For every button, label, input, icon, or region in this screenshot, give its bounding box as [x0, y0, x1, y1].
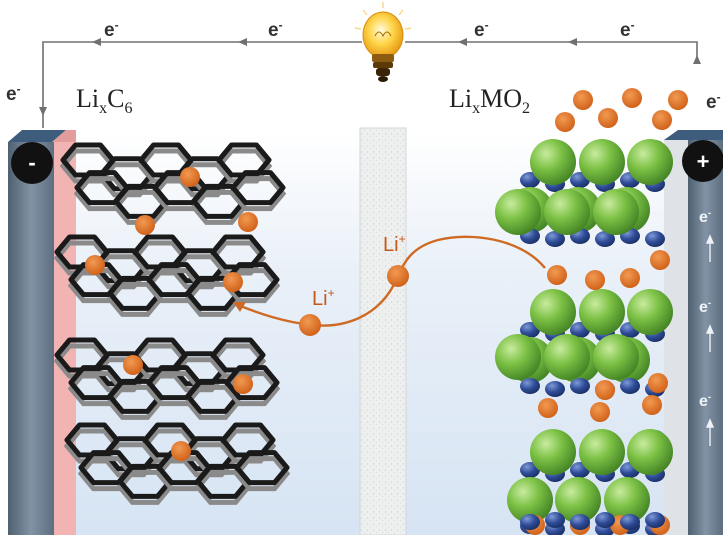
migrating-ion: [299, 314, 321, 336]
ion-label-right: Li+: [383, 232, 406, 256]
graphite-layer-icon: [59, 142, 287, 225]
oxide-sphere: [627, 289, 673, 335]
ion-path-arrowhead: [233, 302, 246, 312]
graphite-layer-icon: [53, 337, 281, 420]
collector-electron-2: e-: [699, 298, 711, 316]
migrating-ion: [387, 265, 409, 287]
oxide-sphere: [627, 139, 673, 185]
ion-label-left: Li+: [312, 286, 335, 310]
lithium-ion: [585, 270, 605, 290]
oxide-sphere: [579, 289, 625, 335]
intercalated-ion: [238, 212, 258, 232]
metal-sphere: [620, 514, 640, 530]
metal-sphere: [570, 514, 590, 530]
electron-label-top-1: e-: [104, 18, 119, 41]
lithium-ion: [573, 90, 593, 110]
lightbulb-icon: [354, 2, 412, 82]
svg-text:+: +: [697, 149, 710, 174]
metal-sphere: [645, 512, 665, 528]
anode-collector: [8, 130, 76, 535]
intercalated-ion: [123, 355, 143, 375]
metal-sphere: [545, 381, 565, 397]
collector-electron-3: e-: [699, 392, 711, 410]
intercalated-ion: [171, 441, 191, 461]
metal-sphere: [645, 231, 665, 247]
oxide-sphere: [627, 429, 673, 475]
lithium-ion: [555, 112, 575, 132]
svg-text:-: -: [28, 150, 35, 175]
oxide-sphere: [544, 189, 590, 235]
lithium-ion: [595, 380, 615, 400]
lithium-ion: [538, 398, 558, 418]
oxide-sphere: [530, 139, 576, 185]
lithium-ion: [642, 395, 662, 415]
electron-label-left: e-: [6, 82, 21, 105]
lithium-ion: [590, 402, 610, 422]
intercalated-ion: [180, 167, 200, 187]
lithium-ion: [652, 110, 672, 130]
cathode-collector: [664, 130, 723, 535]
cathode-lattice: [495, 88, 688, 535]
wire-arrows: [39, 38, 701, 116]
oxide-sphere: [495, 334, 541, 380]
lithium-ion: [648, 373, 668, 393]
metal-sphere: [520, 514, 540, 530]
intercalated-ion: [85, 255, 105, 275]
oxide-sphere: [555, 477, 601, 523]
electron-label-top-3: e-: [474, 18, 489, 41]
metal-sphere: [620, 378, 640, 394]
metal-sphere: [545, 231, 565, 247]
graphite-anode: [53, 142, 291, 505]
electron-label-right: e-: [706, 90, 721, 113]
intercalated-ion: [233, 374, 253, 394]
cathode-formula: LixMO2: [449, 84, 530, 117]
oxide-sphere: [507, 477, 553, 523]
lithium-ion: [668, 90, 688, 110]
intercalated-ion: [135, 215, 155, 235]
lithium-ion: [622, 88, 642, 108]
metal-sphere: [595, 512, 615, 528]
metal-sphere: [570, 378, 590, 394]
lithium-ion: [620, 268, 640, 288]
plus-terminal-icon: +: [682, 140, 723, 182]
oxide-sphere: [579, 139, 625, 185]
oxide-sphere: [530, 289, 576, 335]
metal-sphere: [520, 378, 540, 394]
oxide-sphere: [593, 334, 639, 380]
electron-label-top-2: e-: [268, 18, 283, 41]
oxide-sphere: [544, 334, 590, 380]
metal-sphere: [595, 231, 615, 247]
electron-label-top-4: e-: [620, 18, 635, 41]
minus-terminal-icon: -: [11, 142, 53, 184]
intercalated-ion: [223, 272, 243, 292]
graphite-layer-icon: [63, 422, 291, 505]
graphite-layer-icon: [53, 234, 281, 317]
collector-electron-1: e-: [699, 208, 711, 226]
oxide-sphere: [579, 429, 625, 475]
lithium-ion: [598, 108, 618, 128]
oxide-sphere: [604, 477, 650, 523]
lithium-ion: [650, 250, 670, 270]
oxide-sphere: [593, 189, 639, 235]
anode-formula: LixC6: [76, 84, 132, 117]
oxide-sphere: [530, 429, 576, 475]
metal-sphere: [545, 512, 565, 528]
separator: [359, 127, 407, 535]
oxide-sphere: [495, 189, 541, 235]
lithium-ion: [547, 265, 567, 285]
